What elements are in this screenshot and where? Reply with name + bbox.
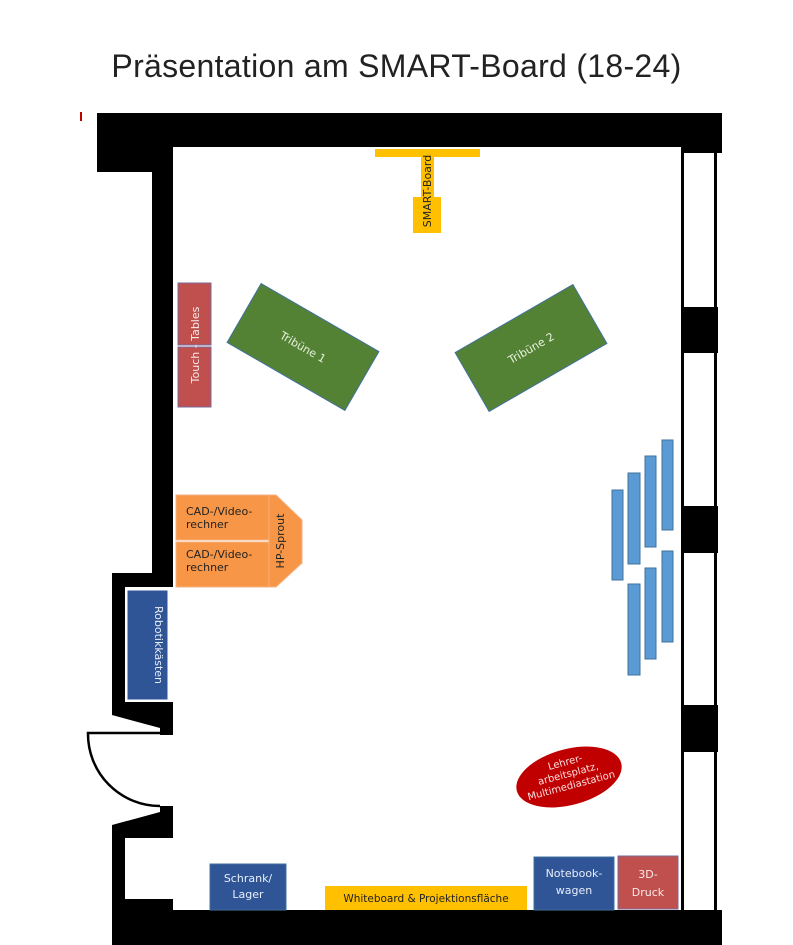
touch-tables: Touch - Tables <box>177 282 212 408</box>
lower-door-jamb <box>112 806 173 838</box>
hp-sprout <box>268 494 303 588</box>
window-pier <box>681 307 718 353</box>
cad-workstations: CAD-/Video- rechner CAD-/Video- rechner … <box>175 494 303 588</box>
touch-tables-label: Touch - Tables <box>189 306 202 384</box>
whiteboard-label: Whiteboard & Projektionsfläche <box>343 893 508 905</box>
schrank-label: Schrank/ <box>224 872 273 885</box>
seat-row <box>661 550 674 643</box>
seating-rows <box>611 439 674 676</box>
window-pier <box>681 705 718 752</box>
red-mark <box>80 112 82 121</box>
tribune-2: Tribüne 2 <box>454 283 608 413</box>
robotik-label: Robotikkästen <box>152 606 165 684</box>
walls <box>80 112 722 945</box>
lower-ledge <box>112 899 173 911</box>
seat-row <box>627 583 641 676</box>
recess-outer-wall <box>112 573 125 715</box>
notebook-cart: Notebook- wagen <box>533 856 615 911</box>
seat-row <box>644 567 657 660</box>
3d-printer-label: Druck <box>632 886 665 899</box>
recess-top-ledge <box>112 573 173 587</box>
hp-sprout-label: HP-Sprout <box>274 513 287 569</box>
teacher-station: Lehrer- arbeitsplatz, Multimediastation <box>516 746 622 808</box>
seat-row <box>644 455 657 548</box>
seat-row <box>627 472 641 565</box>
top-wall <box>97 113 722 147</box>
top-right-corner <box>681 113 722 153</box>
top-left-corner-wall <box>97 113 153 172</box>
bottom-wall <box>112 910 722 945</box>
window-pier <box>681 506 718 553</box>
cad-2-label: rechner <box>186 561 229 574</box>
3d-printer: 3D- Druck <box>617 855 679 910</box>
upper-door-jamb <box>112 702 173 735</box>
schrank-lager: Schrank/ Lager <box>209 863 287 911</box>
seat-row <box>611 489 624 581</box>
cad-1-label: CAD-/Video- <box>186 505 252 518</box>
cad-2-label: CAD-/Video- <box>186 548 252 561</box>
3d-printer-label: 3D- <box>638 868 657 881</box>
robotik-cabinet: Robotikkästen <box>126 589 169 701</box>
notebook-label: wagen <box>556 884 592 897</box>
page-title: Präsentation am SMART-Board (18-24) <box>111 48 682 84</box>
whiteboard: Whiteboard & Projektionsfläche <box>325 886 527 910</box>
schrank-label: Lager <box>232 888 264 901</box>
smart-board: SMART-Board <box>375 149 480 233</box>
seat-row <box>661 439 674 531</box>
cad-1-label: rechner <box>186 518 229 531</box>
smart-board-label: SMART-Board <box>421 155 434 227</box>
notebook-label: Notebook- <box>546 867 603 880</box>
left-wall-upper <box>152 140 173 580</box>
tribune-1: Tribüne 1 <box>226 282 380 412</box>
door-swing-icon <box>86 731 161 808</box>
